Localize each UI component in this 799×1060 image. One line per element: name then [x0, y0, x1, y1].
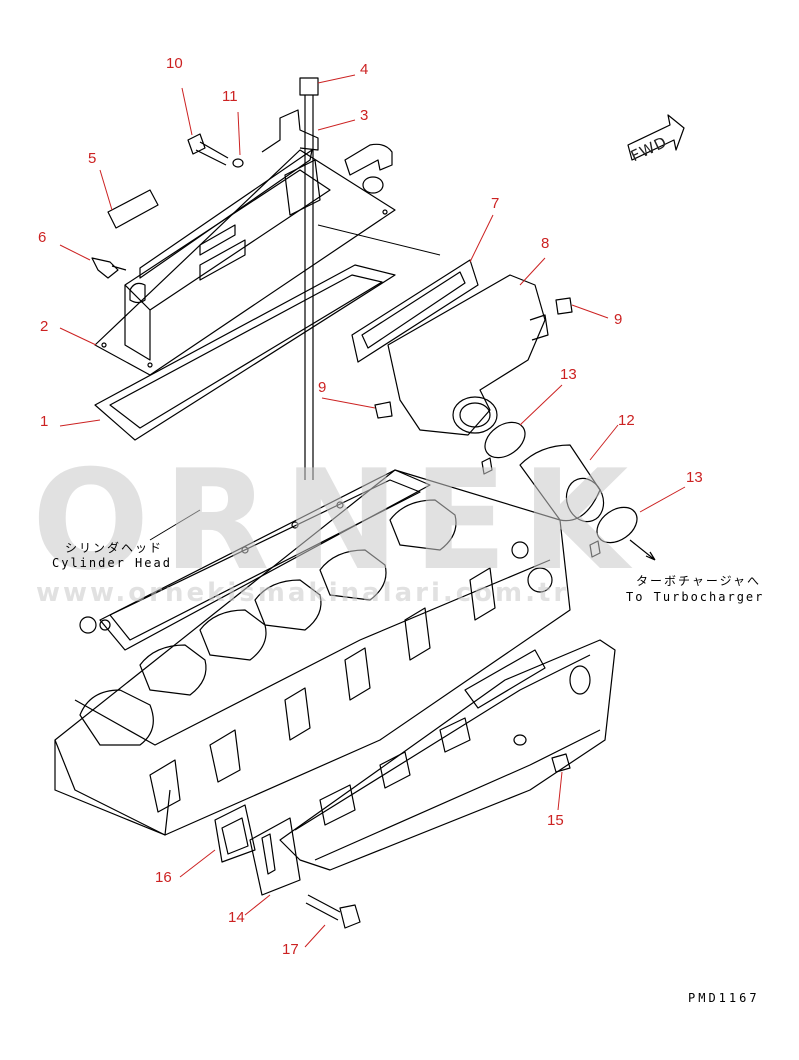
- bolt-15: [551, 753, 571, 773]
- label-6: 6: [38, 229, 47, 246]
- drawing-code: PMD1167: [688, 991, 760, 1005]
- label-4: 4: [360, 61, 369, 78]
- cylinder-head-note-en: Cylinder Head: [52, 556, 172, 570]
- label-16: 16: [155, 869, 172, 886]
- turbo-note-en: To Turbocharger: [626, 590, 765, 604]
- plug-9-left: [374, 401, 393, 419]
- cylinder-head-exhaust-ports: [149, 567, 496, 813]
- cylinder-head-valve-pockets: [79, 499, 457, 746]
- label-15: 15: [547, 812, 564, 829]
- plate-5: [107, 189, 159, 229]
- washer-11: [232, 158, 244, 168]
- gasket-16: [214, 804, 256, 863]
- plug-9-right: [555, 297, 573, 315]
- label-10: 10: [166, 55, 183, 72]
- bracket-3: [261, 109, 319, 153]
- hose-12: [519, 444, 601, 522]
- exhaust-manifold: [279, 639, 616, 871]
- turbo-note-jp: ターボチャージャへ: [636, 574, 762, 588]
- bolt-6: [91, 257, 127, 279]
- clamp-13-upper: [484, 421, 526, 459]
- label-13-lower: 13: [686, 469, 703, 486]
- label-8: 8: [541, 235, 550, 252]
- label-11: 11: [222, 88, 238, 105]
- label-12: 12: [618, 412, 635, 429]
- flange-14: [249, 817, 301, 896]
- long-bolt-4: [304, 95, 314, 480]
- label-9-left: 9: [318, 379, 327, 396]
- bolt-17: [305, 894, 341, 921]
- label-3: 3: [360, 107, 369, 124]
- label-5: 5: [88, 150, 97, 167]
- label-1: 1: [40, 413, 49, 430]
- fwd-arrow-icon: [627, 114, 685, 161]
- label-2: 2: [40, 318, 49, 335]
- label-14: 14: [228, 909, 245, 926]
- cover-2: [94, 149, 396, 376]
- cylinder-head-bolt-holes: [79, 501, 553, 634]
- cylinder-head: [54, 469, 571, 836]
- cylinder-head-note-jp: シリンダヘッド: [65, 541, 164, 555]
- gasket-7: [351, 259, 479, 363]
- gasket-1: [94, 264, 396, 441]
- label-7: 7: [491, 195, 500, 212]
- label-9-right: 9: [614, 311, 623, 328]
- elbow-housing-8: [387, 274, 546, 436]
- label-13-upper: 13: [560, 366, 577, 383]
- bolt-10: [187, 133, 229, 166]
- elbow-3: [344, 143, 393, 176]
- label-17: 17: [282, 941, 299, 958]
- clamp-13-lower: [596, 506, 638, 544]
